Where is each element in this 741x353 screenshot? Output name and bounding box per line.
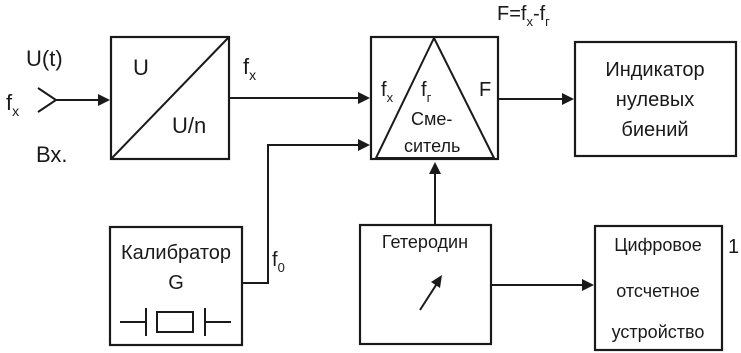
calibrator-block: [108, 225, 244, 347]
indicator-label-line3: биений: [621, 119, 688, 141]
mixer-triangle: [374, 35, 496, 159]
null-beat-indicator-block: [573, 40, 738, 158]
calibrator-to-mixer-wire: [242, 144, 358, 284]
calibrator-frequency-label: f0: [272, 249, 285, 275]
heterodyne-label: Гетеродин: [382, 232, 468, 252]
indicator-input-arrow: [562, 93, 574, 105]
indicator-label-line2: нулевых: [616, 89, 694, 111]
counter-input-arrow: [582, 279, 594, 291]
input-signal-label: U(t): [26, 46, 63, 71]
quartz-crystal-icon: [120, 308, 231, 336]
mixer-calibration-arrow: [358, 139, 370, 151]
digital-side-mark: 1: [728, 236, 739, 258]
indicator-label-line1: Индикатор: [605, 59, 704, 81]
beat-frequency-formula: F=fx-fг: [497, 3, 550, 29]
tuning-arrow-icon: [419, 275, 442, 311]
digital-label-line1: Цифровое: [614, 235, 702, 255]
calibrator-generator-label: G: [168, 272, 184, 294]
digital-label-line3: устройство: [612, 322, 705, 342]
mixer-name-line1: Сме-: [411, 109, 452, 129]
mixer-input-arrow: [358, 92, 370, 104]
calibrator-label: Калибратор: [121, 242, 231, 264]
input-frequency-label: fx: [6, 90, 19, 119]
mixer-reference-frequency-label: fг: [421, 79, 432, 105]
mixer-heterodyne-arrow: [429, 162, 441, 174]
divider-input-label: U: [133, 55, 149, 80]
mixer-output-label: F: [479, 79, 491, 101]
input-terminal-symbol: [37, 87, 58, 113]
divider-diagonal: [111, 37, 229, 159]
digital-label-line2: отсчетное: [616, 281, 699, 301]
digital-readout-block: [593, 224, 724, 352]
input-arrow: [98, 94, 110, 106]
mixer-input-frequency-label: fx: [381, 79, 394, 105]
divider-frequency-label: fx: [243, 54, 256, 83]
divider-output-label: U/n: [172, 113, 206, 138]
input-terminal-label: Вх.: [36, 142, 68, 167]
mixer-name-line2: ситель: [404, 136, 460, 156]
